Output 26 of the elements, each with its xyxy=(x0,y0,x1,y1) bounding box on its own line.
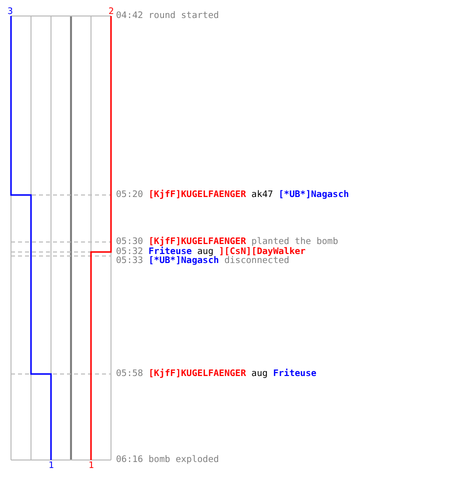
player-name: [KjfF]KUGELFAENGER xyxy=(148,190,246,200)
timestamp: 06:16 xyxy=(116,455,144,465)
weapon-name: aug xyxy=(251,369,268,379)
timestamp: 05:33 xyxy=(116,256,144,266)
timestamp: 05:58 xyxy=(116,369,144,379)
timestamp: 05:20 xyxy=(116,190,144,200)
weapon-name: ak47 xyxy=(251,190,274,200)
player-name: Friteuse xyxy=(273,369,316,379)
event-text: bomb exploded xyxy=(148,455,219,465)
player-name: [KjfF]KUGELFAENGER xyxy=(148,369,246,379)
player-name: Friteuse xyxy=(148,247,192,257)
event-text: planted the bomb xyxy=(251,237,338,247)
player-name: ][CsN][DayWalker xyxy=(218,247,306,257)
player-name: [KjfF]KUGELFAENGER xyxy=(148,237,246,247)
player-name: [*UB*]Nagasch xyxy=(278,190,349,200)
weapon-name: aug xyxy=(197,247,214,257)
event-text: disconnected xyxy=(224,256,290,266)
timestamp: 04:42 xyxy=(116,11,144,21)
player-count: 2 xyxy=(108,7,114,17)
timestamp: 05:32 xyxy=(116,247,144,257)
timestamp: 05:30 xyxy=(116,237,144,247)
player-name: [*UB*]Nagasch xyxy=(148,256,219,266)
event-text: round started xyxy=(148,11,219,21)
player-count: 1 xyxy=(88,461,94,471)
player-count: 1 xyxy=(48,461,54,471)
player-count: 3 xyxy=(8,7,13,17)
